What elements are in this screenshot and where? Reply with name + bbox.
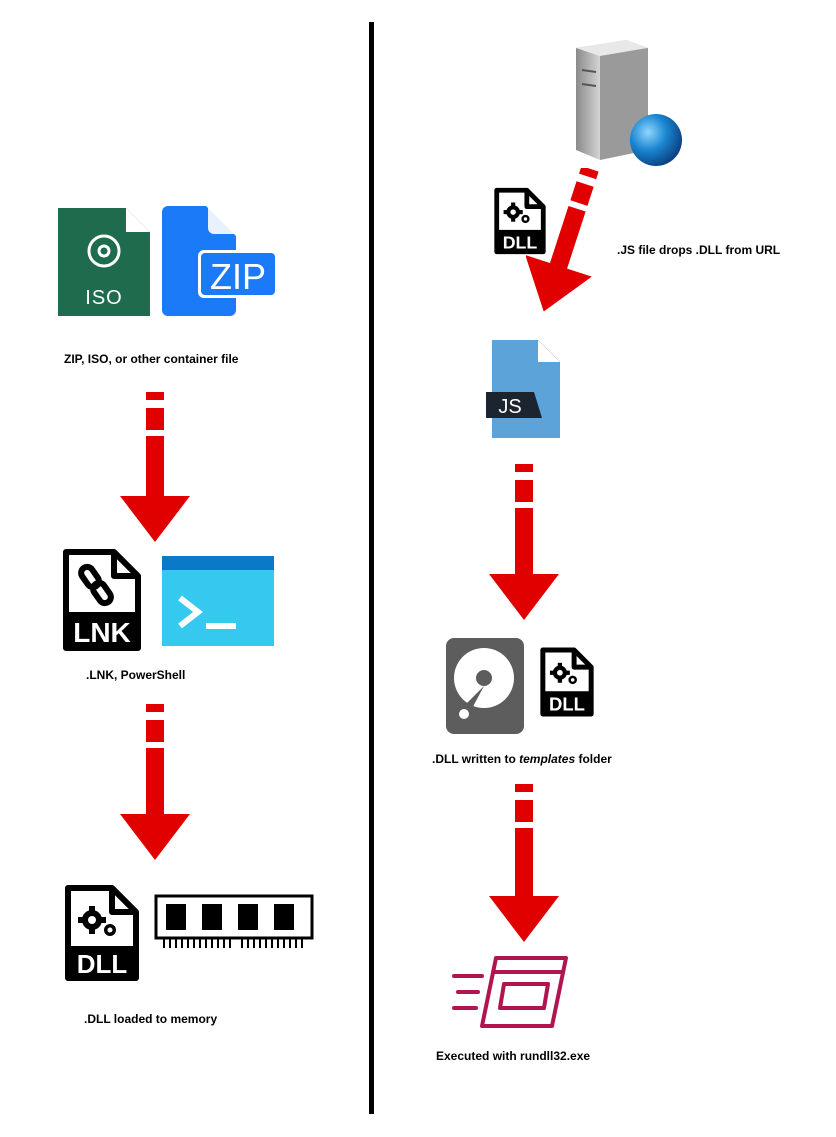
lnk-icon-text: LNK <box>73 617 131 648</box>
dll-icon-text: DLL <box>549 693 585 714</box>
dll-memory-label: .DLL loaded to memory <box>84 1012 218 1026</box>
dll-templates-label: .DLL written to templates folder <box>432 752 612 766</box>
flow-arrow-left-2 <box>120 704 190 860</box>
js-file-icon: JS <box>486 340 560 438</box>
globe-icon <box>630 114 682 166</box>
iso-icon-text: ISO <box>85 287 122 309</box>
rundll32-executable-icon <box>452 956 568 1028</box>
iso-file-icon: ISO <box>58 208 150 316</box>
web-server-icon <box>576 40 682 166</box>
gear-icon <box>503 202 530 224</box>
flow-arrow-right-3 <box>489 784 559 942</box>
memory-ram-icon <box>154 894 314 948</box>
rundll32-label: Executed with rundll32.exe <box>436 1049 591 1063</box>
lnk-file-icon: LNK <box>63 549 141 651</box>
zip-icon-text: ZIP <box>210 256 266 297</box>
powershell-icon <box>162 556 274 646</box>
dll-file-icon: DLL <box>65 885 139 981</box>
flow-arrow-right-1 <box>526 168 599 312</box>
js-icon-text: JS <box>498 396 521 418</box>
flow-arrow-left-1 <box>120 392 190 542</box>
dll-file-icon-written: DLL <box>540 647 594 717</box>
js-drops-dll-label: .JS file drops .DLL from URL <box>617 243 781 257</box>
dll-templates-prefix: .DLL written to <box>432 752 520 766</box>
gear-icon <box>78 906 116 936</box>
container-file-label: ZIP, ISO, or other container file <box>64 352 239 366</box>
templates-folder-name: templates <box>519 752 576 766</box>
dll-templates-suffix: folder <box>575 752 612 766</box>
gear-icon <box>549 662 577 685</box>
dll-file-icon-download: DLL <box>494 187 546 255</box>
lnk-powershell-label: .LNK, PowerShell <box>86 668 186 682</box>
dll-icon-text: DLL <box>503 232 538 252</box>
flow-divider <box>369 22 374 1114</box>
zip-file-icon: ZIP <box>162 206 278 316</box>
flow-arrow-right-2 <box>489 464 559 620</box>
hard-drive-icon <box>446 638 524 734</box>
chain-link-icon <box>78 563 114 607</box>
dll-icon-text: DLL <box>77 949 128 979</box>
